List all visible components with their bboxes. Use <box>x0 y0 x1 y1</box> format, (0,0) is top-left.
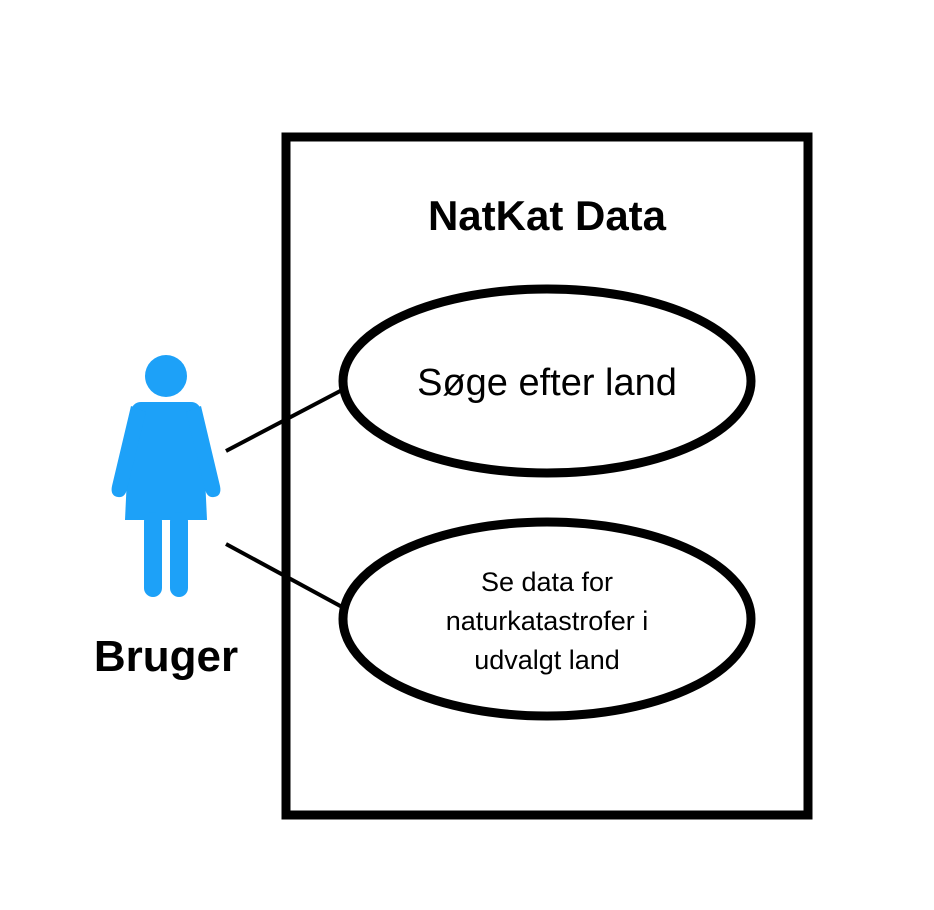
actor-label: Bruger <box>94 632 238 681</box>
use-case-ellipse <box>338 284 756 478</box>
use-case-label: Søge efter land <box>417 362 677 404</box>
actor-left-arm <box>111 406 146 498</box>
use-case-ellipse <box>338 517 756 721</box>
association-line-view-data <box>225 542 345 610</box>
actor-left-leg <box>144 512 162 597</box>
actor-head <box>145 355 187 397</box>
system-title: NatKat Data <box>428 192 667 239</box>
use-case-view-disaster-data: Se data for naturkatastrofer i udvalgt l… <box>338 517 756 721</box>
use-case-label-line-1: Se data for <box>481 567 613 597</box>
actor-dress <box>125 402 207 520</box>
female-user-icon <box>111 355 221 597</box>
association-line-search <box>225 387 345 453</box>
use-case-search-country: Søge efter land <box>338 284 756 478</box>
actor-right-leg <box>170 512 188 597</box>
system-boundary <box>281 132 813 820</box>
actor-right-arm <box>186 406 221 498</box>
use-case-label-line-2: naturkatastrofer i <box>446 606 649 636</box>
use-case-label-line-3: udvalgt land <box>474 645 620 675</box>
